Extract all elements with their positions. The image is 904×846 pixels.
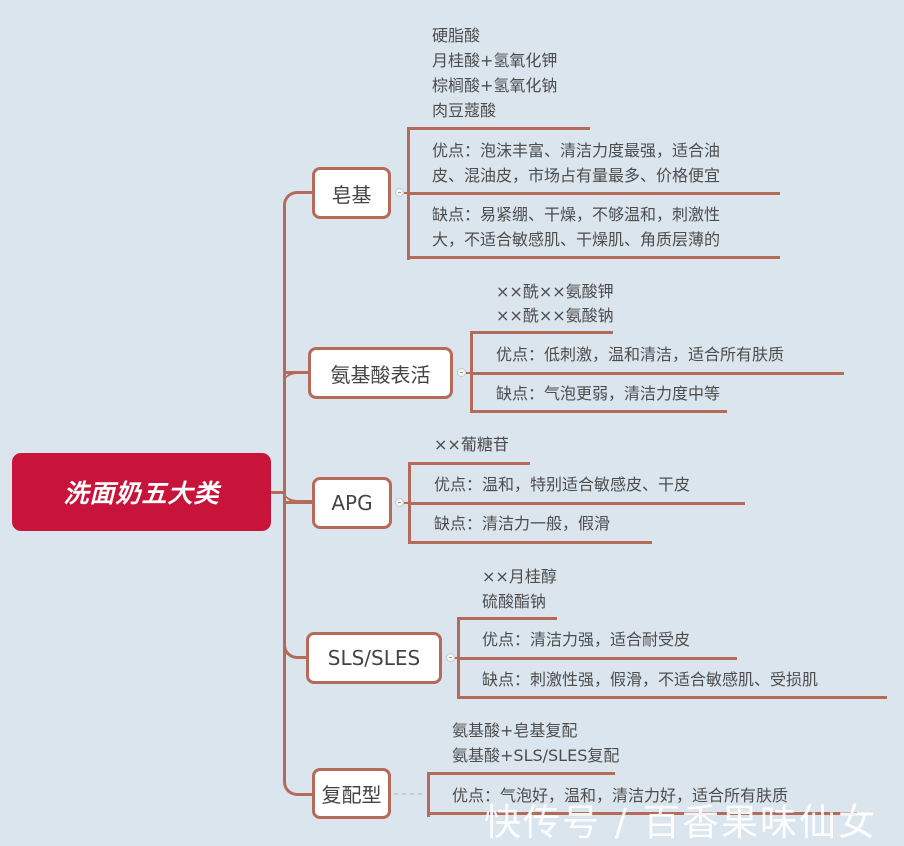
pros-text: 优点：清洁力强，适合耐受皮: [482, 630, 691, 649]
branch-label: 氨基酸表活: [330, 362, 431, 387]
underline-ingredients: [457, 617, 557, 620]
connector: [466, 372, 472, 374]
cons-text: 大，不适合敏感肌、干燥肌、角质层薄的: [432, 230, 721, 249]
cons-text: 缺点：清洁力一般，假滑: [434, 514, 611, 533]
trunk-link-amino: [285, 371, 309, 374]
underline-pros: [427, 812, 857, 815]
underline-pros: [407, 192, 780, 195]
ingredient-item: 月桂酸+氢氧化钾: [432, 51, 558, 70]
trunk-link-apg-h: [285, 501, 313, 504]
pros-text: 优点：气泡好，温和，清洁力好，适合所有肤质: [452, 786, 789, 805]
collapse-toggle-icon[interactable]: [395, 498, 404, 507]
underline-cons: [407, 256, 780, 259]
root-node[interactable]: 洗面奶五大类: [12, 453, 271, 531]
pros-text: 优点：低刺激，温和清洁，适合所有肤质: [496, 345, 785, 364]
collapse-toggle-icon[interactable]: [446, 653, 455, 662]
branch-label: SLS/SLES: [327, 646, 421, 670]
root-label: 洗面奶五大类: [63, 479, 220, 508]
underline-pros: [470, 372, 844, 375]
branch-label: APG: [331, 491, 373, 515]
watermark-text: 快传号 / 百香果味仙女: [484, 801, 877, 844]
underline-ingredients: [470, 331, 613, 334]
branch-label: 复配型: [321, 783, 382, 807]
ingredient-item: ××酰××氨酸钾: [496, 282, 614, 301]
ingredient-item: ××葡糖苷: [434, 435, 509, 454]
connector: [404, 502, 409, 504]
branch-node-apg[interactable]: APG: [312, 477, 392, 529]
underline-cons: [470, 410, 727, 413]
ingredient-item: 氨基酸+SLS/SLES复配: [452, 746, 620, 765]
ingredient-item: ××月桂醇: [482, 567, 557, 586]
underline-ingredients: [408, 462, 530, 465]
branch-node-amino-acid[interactable]: 氨基酸表活: [308, 347, 453, 399]
root-connector: [271, 491, 284, 494]
ingredient-item: 肉豆蔻酸: [432, 101, 497, 120]
branch-node-soap-base[interactable]: 皂基: [312, 167, 391, 219]
underline-ingredients: [427, 772, 615, 775]
underline-pros: [408, 502, 745, 505]
trunk-curve-1: [283, 191, 313, 493]
pros-text: 优点：泡沫丰富、清洁力度最强，适合油: [432, 141, 721, 160]
collapse-toggle-icon[interactable]: [395, 188, 404, 197]
ingredient-item: 硬脂酸: [432, 26, 481, 45]
connector-dashed: [394, 793, 424, 795]
collapse-toggle-icon[interactable]: [457, 368, 466, 377]
ingredient-item: 棕榈酸+氢氧化钠: [432, 76, 558, 95]
cons-text: 缺点：刺激性强，假滑，不适合敏感肌、受损肌: [482, 670, 819, 689]
underline-pros: [457, 657, 737, 660]
ingredient-item: ××酰××氨酸钠: [496, 306, 614, 325]
ingredient-item: 硫酸酯钠: [482, 592, 547, 611]
underline-ingredients: [407, 127, 590, 130]
underline-cons: [408, 541, 652, 544]
trunk-curve-2: [283, 371, 309, 493]
trunk-curve-5: [283, 492, 313, 796]
cons-text: 缺点：易紧绷、干燥，不够温和，刺激性: [432, 205, 721, 224]
ingredient-item: 氨基酸+皂基复配: [452, 721, 578, 740]
cons-text: 缺点：气泡更弱，清洁力度中等: [496, 384, 721, 403]
pros-text: 优点：温和，特别适合敏感皮、干皮: [434, 475, 691, 494]
branch-node-compound[interactable]: 复配型: [312, 768, 391, 819]
branch-label: 皂基: [331, 182, 372, 207]
pros-text: 皮、混油皮，市场占有量最多、价格便宜: [432, 166, 721, 185]
bracket: [427, 772, 430, 817]
branch-node-sls-sles[interactable]: SLS/SLES: [306, 632, 442, 684]
underline-cons: [457, 696, 887, 699]
